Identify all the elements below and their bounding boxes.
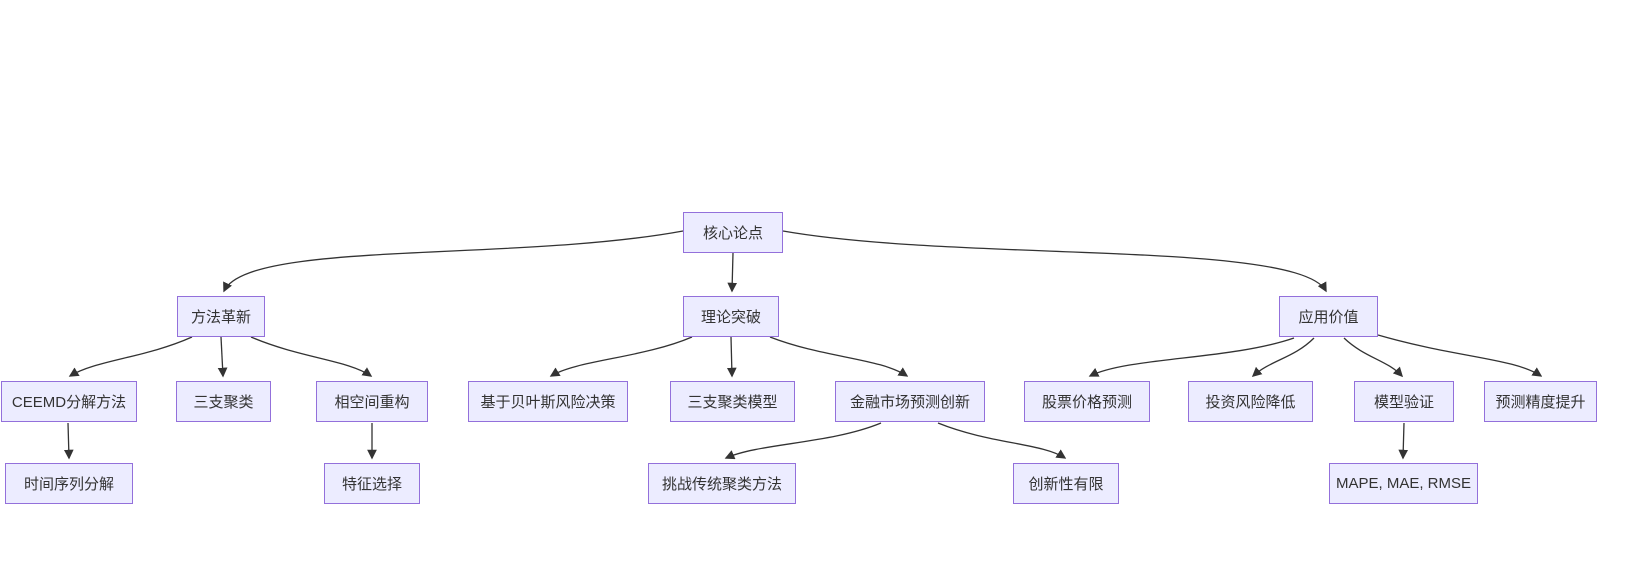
node-financial-forecast-innovation: 金融市场预测创新 — [835, 381, 985, 422]
edge-method-innovation-to-phase-space-reconstruction — [250, 336, 373, 377]
node-forecast-accuracy-improvement: 预测精度提升 — [1484, 381, 1597, 422]
node-investment-risk-reduction: 投资风险降低 — [1188, 381, 1313, 422]
node-feature-selection: 特征选择 — [324, 463, 420, 504]
node-theory-breakthrough: 理论突破 — [683, 296, 779, 337]
node-ceemd-decomposition: CEEMD分解方法 — [1, 381, 137, 422]
edge-theory-breakthrough-to-financial-forecast-innovation — [769, 336, 909, 377]
node-stock-price-prediction: 股票价格预测 — [1024, 381, 1150, 422]
node-bayesian-risk-decision: 基于贝叶斯风险决策 — [468, 381, 628, 422]
edge-theory-breakthrough-to-three-way-clustering-model — [726, 336, 737, 378]
edge-application-value-to-investment-risk-reduction — [1251, 337, 1315, 377]
node-limited-novelty: 创新性有限 — [1013, 463, 1119, 504]
edge-theory-breakthrough-to-bayesian-risk-decision — [549, 336, 693, 377]
node-core-thesis: 核心论点 — [683, 212, 783, 253]
node-application-value: 应用价值 — [1279, 296, 1378, 337]
edge-core-thesis-to-application-value — [782, 230, 1327, 293]
edge-method-innovation-to-ceemd-decomposition — [68, 336, 193, 377]
node-challenge-traditional-clustering: 挑战传统聚类方法 — [648, 463, 796, 504]
edge-core-thesis-to-theory-breakthrough — [727, 252, 738, 293]
node-evaluation-metrics: MAPE, MAE, RMSE — [1329, 463, 1478, 504]
edge-method-innovation-to-three-way-clustering — [217, 336, 228, 378]
edge-application-value-to-forecast-accuracy-improvement — [1377, 334, 1543, 377]
node-three-way-clustering: 三支聚类 — [176, 381, 271, 422]
node-three-way-clustering-model: 三支聚类模型 — [670, 381, 795, 422]
edge-application-value-to-model-validation — [1343, 337, 1404, 378]
edge-financial-forecast-innovation-to-challenge-traditional-clustering — [724, 422, 882, 460]
node-phase-space-reconstruction: 相空间重构 — [316, 381, 428, 422]
edge-model-validation-to-evaluation-metrics — [1398, 422, 1409, 460]
edge-financial-forecast-innovation-to-limited-novelty — [937, 422, 1067, 459]
edge-core-thesis-to-method-innovation — [223, 230, 684, 293]
node-model-validation: 模型验证 — [1354, 381, 1454, 422]
edge-application-value-to-stock-price-prediction — [1088, 337, 1295, 377]
edge-ceemd-decomposition-to-time-series-decomposition — [63, 422, 74, 460]
node-time-series-decomposition: 时间序列分解 — [5, 463, 133, 504]
node-method-innovation: 方法革新 — [177, 296, 265, 337]
